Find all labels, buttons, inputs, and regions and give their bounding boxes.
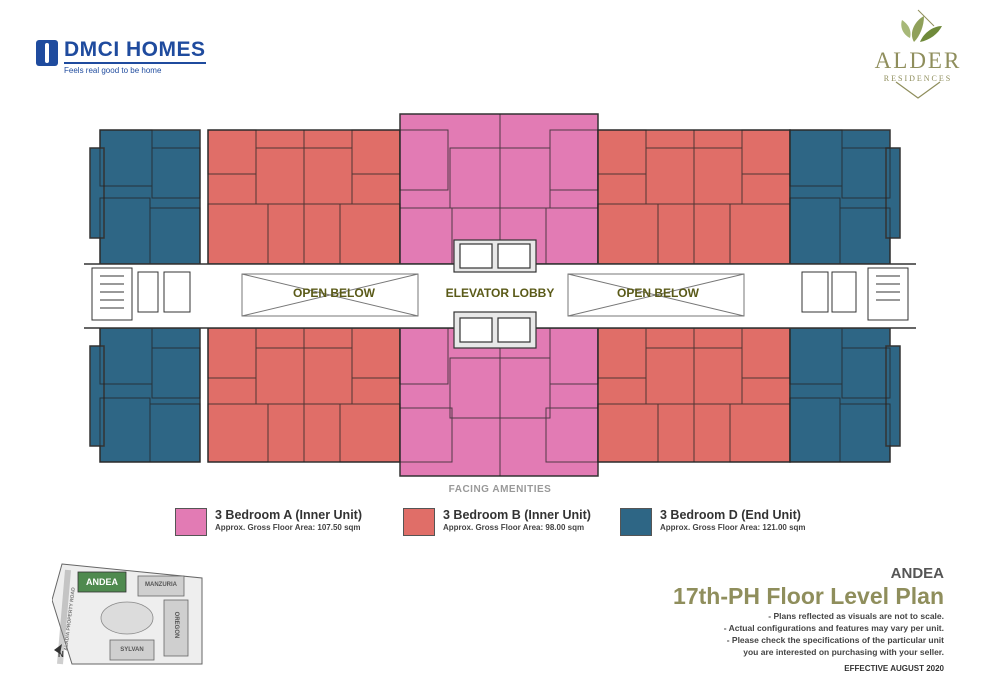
north-arrow-icon [54,644,62,654]
disclaimer-notes: - Plans reflected as visuals are not to … [640,610,944,658]
legend-unit-b: 3 Bedroom B (Inner Unit) Approx. Gross F… [403,508,623,538]
note-line: - Plans reflected as visuals are not to … [768,611,944,621]
keyplan-manzuria: MANZURIA [145,582,177,588]
legend-area-b: Approx. Gross Floor Area: 98.00 sqm [443,523,585,532]
site-key-plan: ANDEA MANZURIA OREGON SYLVAN ALADIA PROP… [51,560,222,670]
facing-amenities-label: FACING AMENITIES [448,484,552,495]
legend-name-b: 3 Bedroom B (Inner Unit) [443,508,591,522]
legend-swatch-b [403,508,435,536]
effective-date: EFFECTIVE AUGUST 2020 [844,664,944,673]
unit-a-bottom-center [399,327,599,477]
note-line: you are interested on purchasing with yo… [743,647,944,657]
legend-swatch-d [620,508,652,536]
floor-plan-drawing [84,113,916,477]
unit-d-top-left-wing [89,147,105,239]
amenity-area [100,601,154,635]
note-line: - Please check the specifications of the… [726,635,944,645]
legend-name-d: 3 Bedroom D (End Unit) [660,508,801,522]
note-line: - Actual configurations and features may… [723,623,944,633]
logo-underline [64,62,206,64]
stair-right [867,267,909,321]
legend-name-a: 3 Bedroom A (Inner Unit) [215,508,362,522]
sylvan-building [109,639,155,661]
site-map-drawing [51,563,203,665]
unit-d-bottom-left-wing [89,345,105,447]
plan-title: 17th-PH Floor Level Plan [673,583,944,609]
keyplan-sylvan: SYLVAN [120,647,144,653]
legend-area-d: Approx. Gross Floor Area: 121.00 sqm [660,523,806,532]
unit-d-bottom-right-wing [885,345,901,447]
andea-building [77,571,127,593]
dmci-homes-logo: DMCI HOMES Feels real good to be home [36,38,211,78]
project-name: ALDER [874,48,962,73]
keyplan-north: N [58,650,64,659]
stair-left [91,267,133,321]
legend-unit-d: 3 Bedroom D (End Unit) Approx. Gross Flo… [620,508,840,538]
unit-d-top-right-wing [885,147,901,239]
dmci-logo-mark-icon [36,40,58,66]
unit-a-top-center [399,113,599,265]
open-below-left-label: OPEN BELOW [292,286,375,300]
project-subtitle: RESIDENCES [883,74,953,83]
alder-residences-logo: ALDER RESIDENCES [858,8,978,100]
open-below-right-label: OPEN BELOW [616,286,699,300]
floor-plan: OPEN BELOW ELEVATOR LOBBY OPEN BELOW [80,108,920,480]
leaf-diamond-icon [895,9,942,99]
developer-tagline: Feels real good to be home [64,66,162,75]
manzuria-building [137,575,185,597]
legend-unit-a: 3 Bedroom A (Inner Unit) Approx. Gross F… [175,508,395,538]
building-name: ANDEA [890,565,944,582]
elevator-lobby-label: ELEVATOR LOBBY [445,286,555,300]
legend-swatch-a [175,508,207,536]
legend-area-a: Approx. Gross Floor Area: 107.50 sqm [215,523,361,532]
oregon-building [163,599,189,657]
keyplan-oregon: OREGON [173,611,179,639]
keyplan-andea: ANDEA [85,577,118,587]
developer-name: DMCI HOMES [64,38,206,61]
